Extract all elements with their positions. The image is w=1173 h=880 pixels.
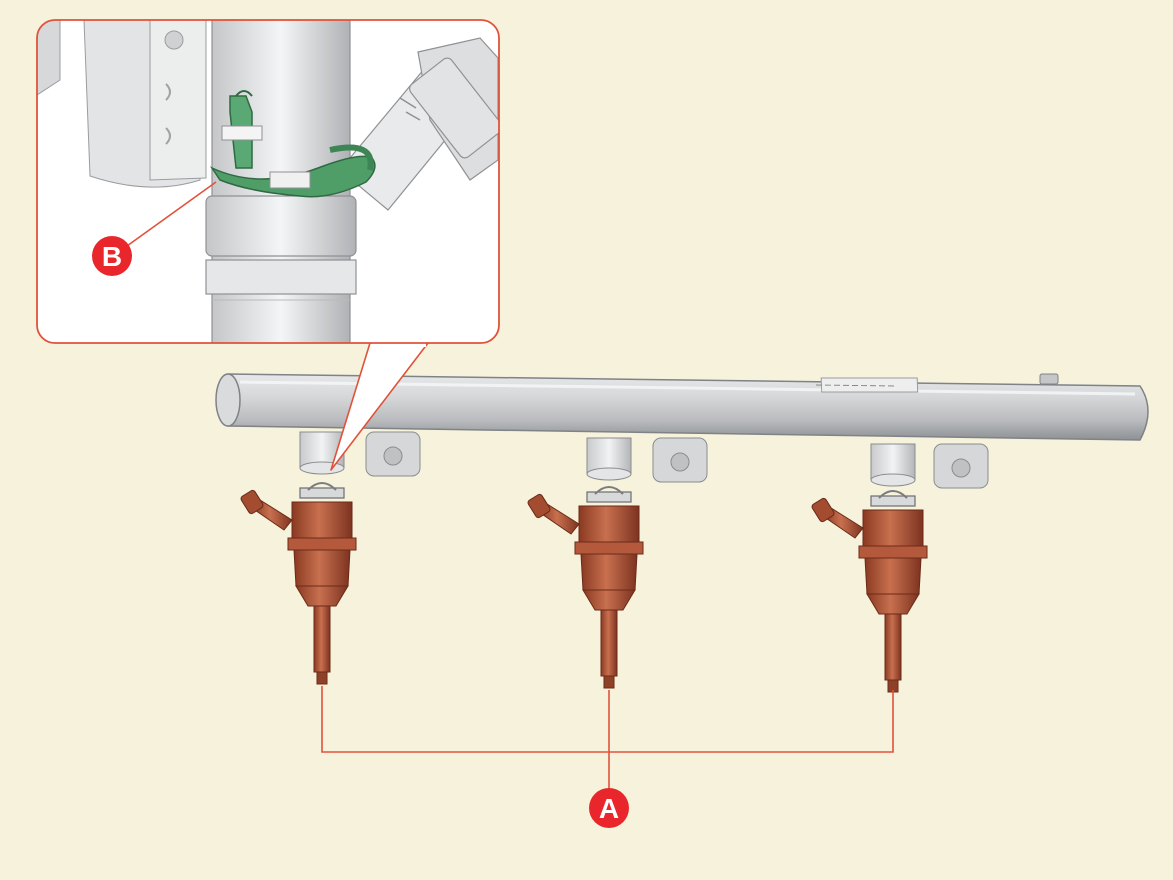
callout-marker-b: B: [92, 236, 132, 276]
callout-b-leader: [126, 181, 217, 247]
callout-marker-a: A: [589, 788, 629, 828]
retainer-clip: [209, 90, 376, 198]
callout-label-a: A: [599, 793, 619, 824]
fuel-injector-1: [238, 482, 357, 685]
fuel-injector-3: [809, 490, 928, 693]
retainer-clip-detail-view: [36, 19, 500, 344]
fuel-injector-2: [525, 486, 644, 689]
callout-a-leader: [321, 686, 894, 790]
fuel-rail: [215, 373, 1149, 489]
callout-label-b: B: [102, 241, 122, 272]
